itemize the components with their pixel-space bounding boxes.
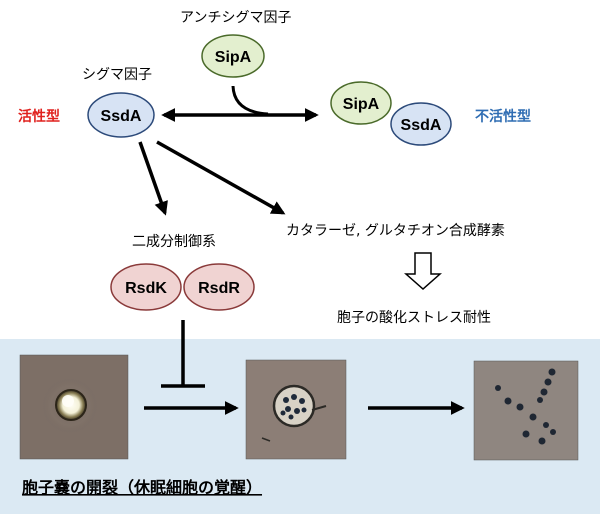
inactive-label: 不活性型 bbox=[475, 108, 531, 125]
hollow-down-arrow bbox=[404, 252, 442, 291]
active-label: 活性型 bbox=[18, 108, 60, 125]
two-component-label: 二成分制御系 bbox=[132, 234, 216, 250]
arrow-to-two-component bbox=[138, 141, 168, 216]
sipa-node: SipA bbox=[201, 34, 265, 78]
sigma-label: シグマ因子 bbox=[82, 67, 152, 83]
ssda-node: SsdA bbox=[87, 92, 155, 138]
complex-sipa-label: SipA bbox=[343, 96, 380, 113]
sipa-ssda-complex: SipA SsdA bbox=[330, 81, 452, 146]
arrow-to-enzymes bbox=[156, 140, 286, 215]
antisigma-label: アンチシグマ因子 bbox=[180, 10, 291, 26]
rsdk-node: RsdK bbox=[110, 263, 182, 311]
ssda-node-label: SsdA bbox=[101, 108, 142, 125]
resistance-label: 胞子の酸化ストレス耐性 bbox=[337, 310, 491, 326]
enzymes-label: カタラーゼ, グルタチオン合成酵素 bbox=[286, 223, 505, 239]
micrograph-dormant-spore bbox=[19, 354, 129, 460]
germination-label: 胞子嚢の開裂（休眠細胞の覚醒） bbox=[21, 478, 262, 497]
rsdk-node-label: RsdK bbox=[125, 280, 167, 297]
rsdr-node-label: RsdR bbox=[198, 280, 240, 297]
complex-ssda-label: SsdA bbox=[401, 117, 442, 134]
binding-curve bbox=[231, 85, 269, 116]
sipa-node-label: SipA bbox=[215, 49, 252, 66]
micrograph-opening-sporangium bbox=[245, 359, 347, 460]
micrograph-released-cells bbox=[473, 360, 579, 461]
rsdr-node: RsdR bbox=[183, 263, 255, 311]
